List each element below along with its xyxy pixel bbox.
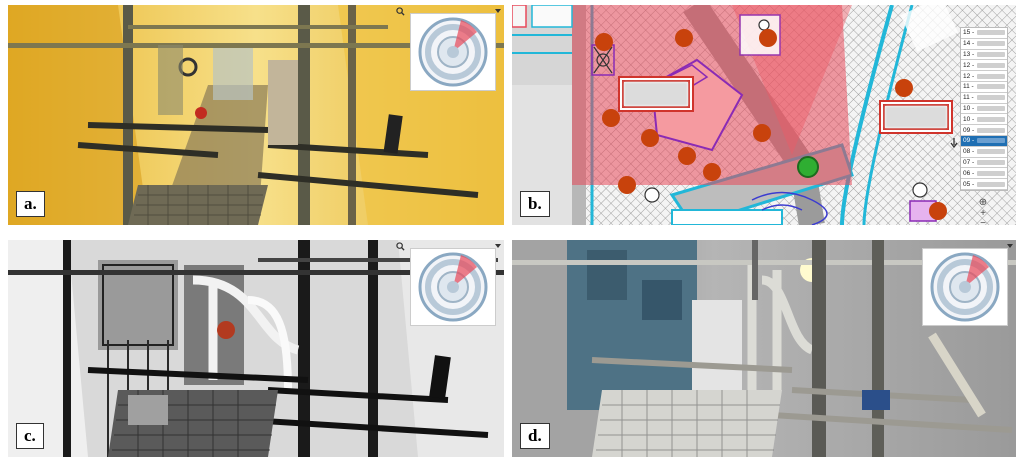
marker-orange [595,33,613,51]
panel-c-pointcloud-view[interactable]: c. [8,240,504,457]
level-item[interactable]: 08 - [961,147,1007,158]
minimap-a[interactable] [410,13,496,91]
blurred-label-tag-right [883,104,949,130]
level-item[interactable]: 09 - [961,125,1007,136]
level-item[interactable]: 11 - [961,93,1007,104]
floor-level-list[interactable]: 15 - 14 - 13 - 12 - 12 - 11 - 11 - 10 - … [960,27,1008,191]
panel-a-photo-view[interactable]: a. [8,5,504,225]
panel-b-plan-map[interactable]: 15 - 14 - 13 - 12 - 12 - 11 - 11 - 10 - … [512,5,1016,225]
level-item[interactable]: 14 - [961,39,1007,50]
zoom-icon[interactable] [396,242,405,251]
panel-label-a: a. [16,191,45,217]
zoom-icon[interactable] [396,7,405,16]
level-item-selected[interactable]: 09 - [961,135,1007,147]
zoom-out-button[interactable]: − [980,218,986,226]
level-item[interactable]: 10 - [961,104,1007,115]
panel-label-c: c. [16,423,44,449]
level-item[interactable]: 07 - [961,158,1007,169]
level-pointer-icon [950,138,958,148]
panel-label-b: b. [520,191,550,217]
collapse-minimap-icon[interactable] [1005,241,1015,251]
minimap-c[interactable] [410,248,496,326]
level-item[interactable]: 05 - [961,179,1007,190]
collapse-minimap-icon[interactable] [493,6,503,16]
panel-d-3d-model-view[interactable]: d. [512,240,1016,457]
blurred-label-tag-left [622,80,690,108]
level-item[interactable]: 10 - [961,114,1007,126]
level-item[interactable]: 06 - [961,168,1007,180]
level-item[interactable]: 11 - [961,82,1007,93]
level-item[interactable]: 13 - [961,50,1007,61]
collapse-minimap-icon[interactable] [493,241,503,251]
zoom-in-button[interactable]: + [980,208,986,219]
level-item[interactable]: 15 - [961,28,1007,39]
minimap-d[interactable] [922,248,1008,326]
level-item[interactable]: 12 - [961,60,1007,72]
locate-icon[interactable]: ⊕ [978,197,988,208]
level-item[interactable]: 12 - [961,71,1007,82]
panel-label-d: d. [520,423,550,449]
